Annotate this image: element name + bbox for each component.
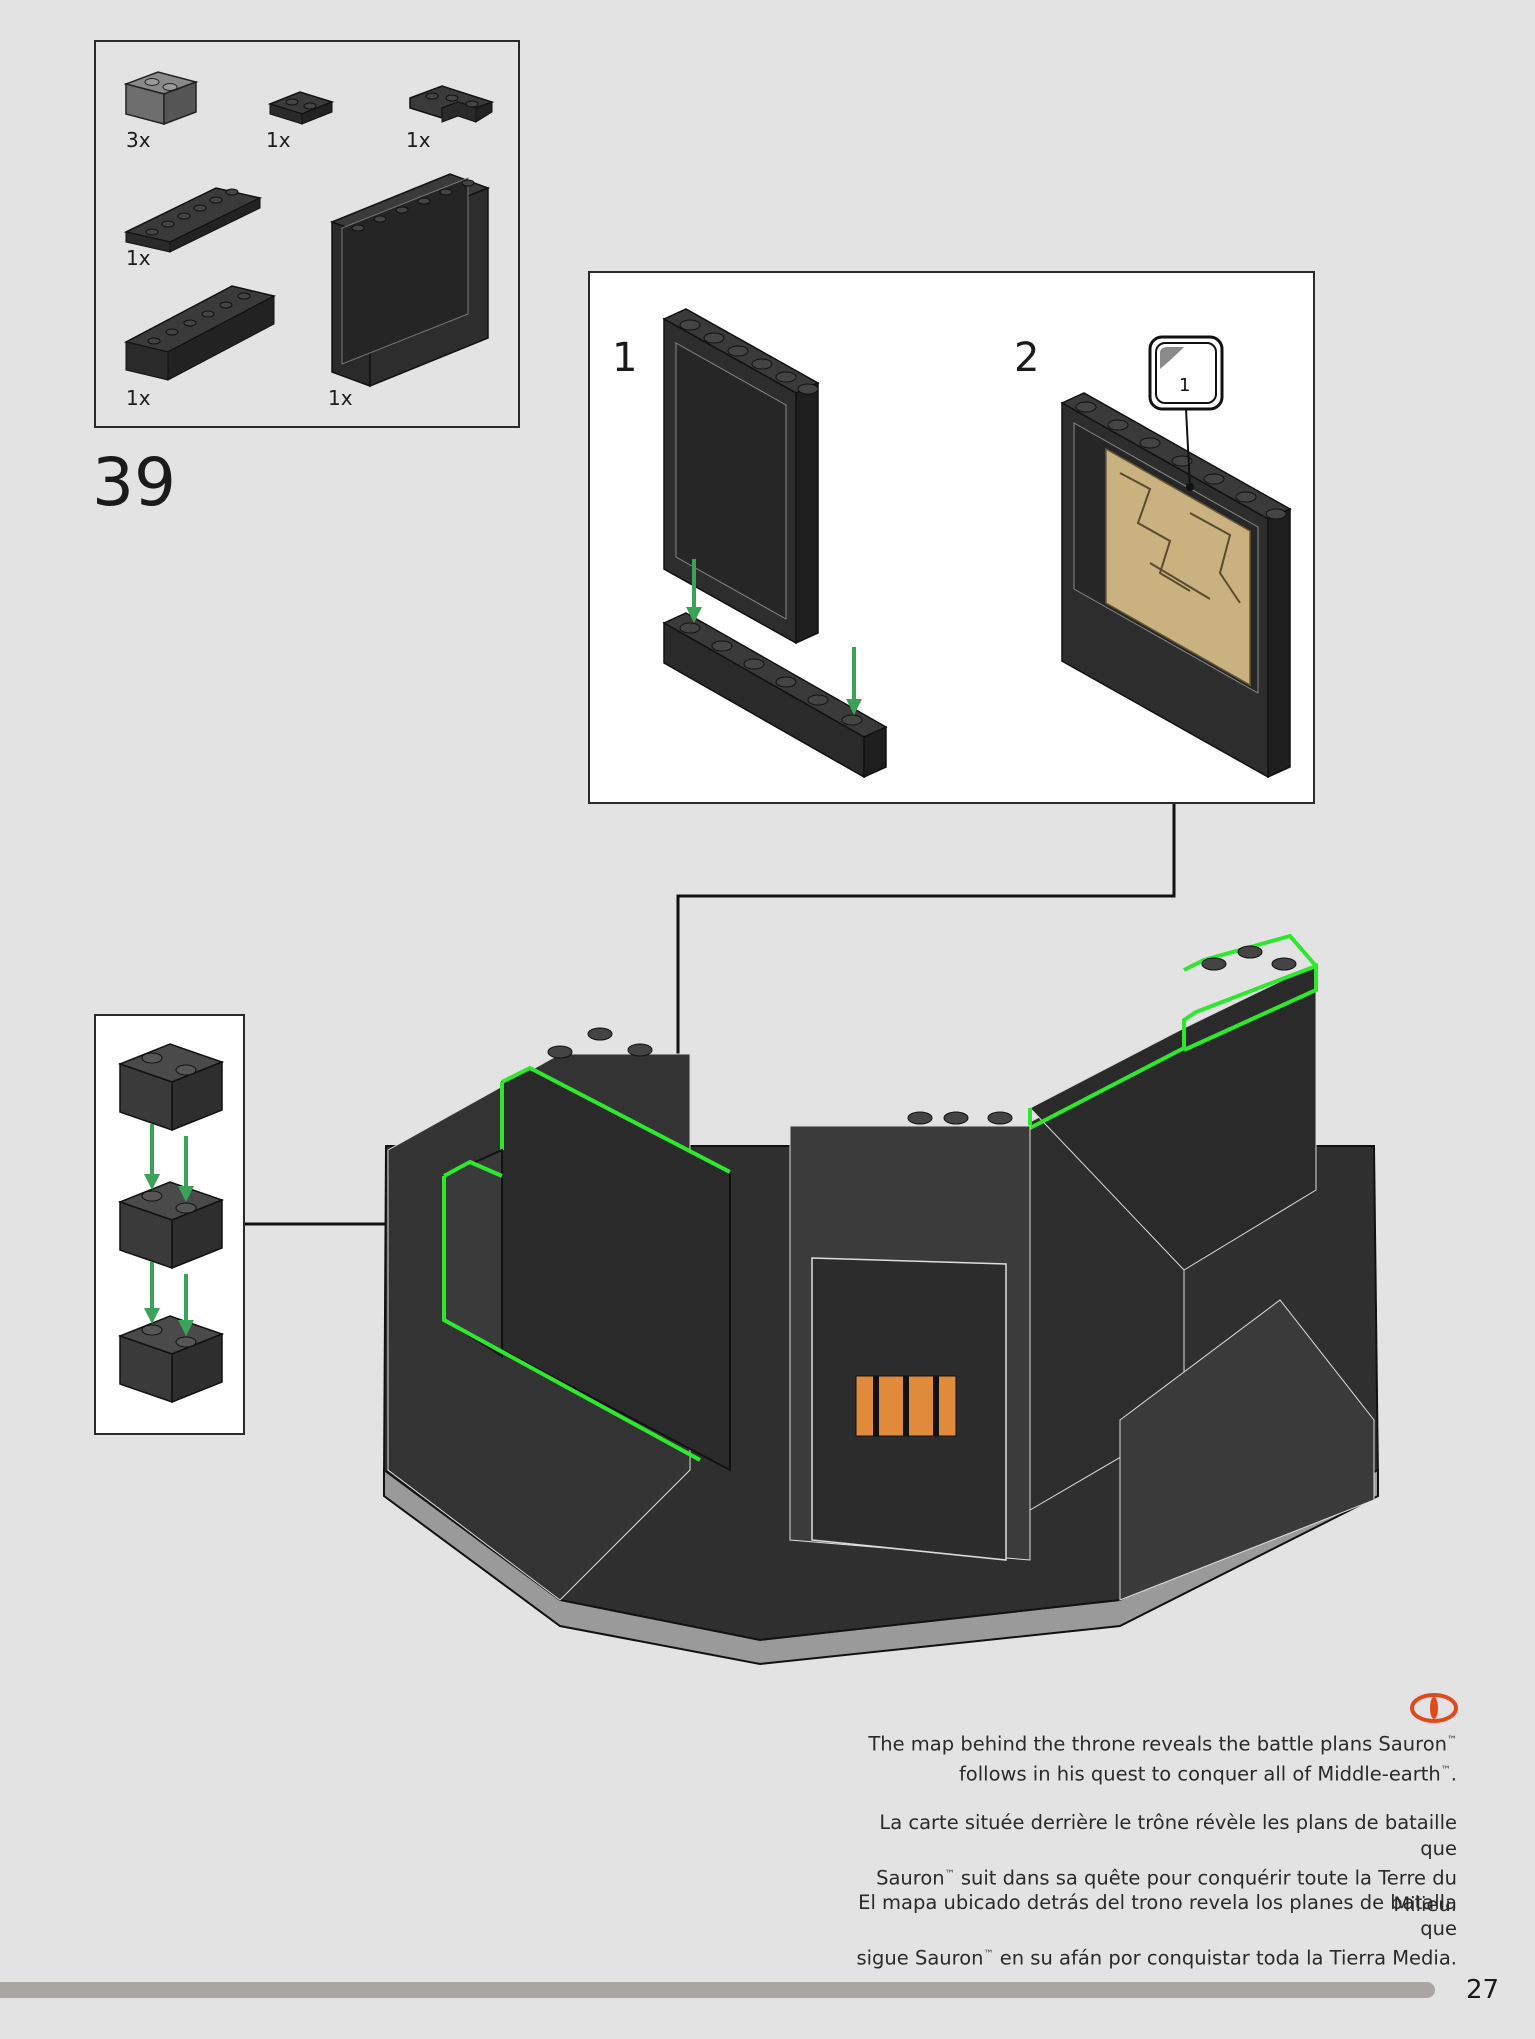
part-quantity: 1x: [406, 128, 431, 152]
eye-of-sauron-icon: [1410, 1693, 1458, 1723]
fact-text-english: The map behind the throne reveals the ba…: [837, 1728, 1457, 1787]
part-plate-corner-icon: [409, 85, 495, 123]
part-brick-1x2-grey-icon: [123, 71, 199, 126]
page-number: 27: [1466, 1975, 1500, 2005]
brick-stack-illustration: [117, 1043, 225, 1404]
step-number: 39: [92, 444, 176, 521]
part-plate-1x6-icon: [123, 187, 263, 253]
sub-assembly-illustration: [662, 308, 1292, 779]
fact-line: The map behind the throne reveals the ba…: [868, 1732, 1447, 1756]
part-brick-1x6-icon: [123, 285, 277, 381]
part-quantity: 1x: [328, 386, 353, 410]
brick-stack-callout: [94, 1014, 245, 1435]
sub-step-number: 2: [1014, 335, 1040, 381]
fact-line: El mapa ubicado detrás del trono revela …: [858, 1891, 1457, 1940]
part-quantity: 1x: [126, 246, 151, 270]
brick-2x2-stack-icon: [117, 1043, 225, 1404]
fact-line: suit dans sa quête pour conquérir toute …: [954, 1866, 1457, 1916]
part-quantity: 1x: [266, 128, 291, 152]
fact-line: sigue Sauron: [856, 1946, 984, 1970]
page-progress-bar: [0, 1982, 1435, 1998]
fact-line: .: [1450, 1762, 1457, 1785]
fact-line: en su afán por conquistar toda la Tierra…: [993, 1946, 1457, 1970]
part-quantity: 3x: [126, 128, 151, 152]
fact-text-spanish: El mapa ubicado detrás del trono revela …: [837, 1890, 1457, 1972]
sub-step-number: 1: [612, 335, 638, 381]
fact-line: follows in his quest to conquer all of M…: [958, 1762, 1441, 1785]
panel-assembly-step1-icon: [662, 308, 888, 779]
part-plate-1x2-icon: [267, 91, 335, 125]
part-panel-1x6x5-icon: [329, 173, 491, 388]
fact-line: La carte située derrière le trône révèle…: [879, 1811, 1457, 1860]
parts-list-illustration: [123, 71, 495, 388]
part-quantity: 1x: [126, 386, 151, 410]
parts-list-panel: 3x 1x 1x 1x 1x 1x: [94, 40, 520, 428]
throne-room-model-icon: [382, 933, 1380, 1666]
trademark-mark: ™: [1440, 1764, 1451, 1776]
trademark-mark: ™: [944, 1869, 955, 1880]
fact-line: Sauron: [876, 1866, 945, 1890]
trademark-mark: ™: [983, 1949, 994, 1960]
panel-with-map-sticker-step2-icon: [1060, 392, 1292, 779]
sub-assembly-callout: 1 2 1: [588, 271, 1315, 804]
trademark-mark: ™: [1447, 1735, 1457, 1746]
sticker-sheet-icon: [1148, 335, 1224, 491]
sticker-number: 1: [1179, 375, 1191, 396]
fact-text-french: La carte située derrière le trône révèle…: [837, 1810, 1457, 1918]
